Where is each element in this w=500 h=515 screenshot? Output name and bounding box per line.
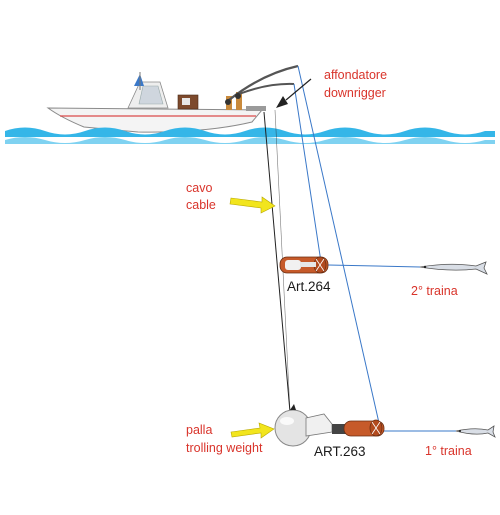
downrigger-label-en: downrigger xyxy=(324,86,386,100)
trolling-line-2-label: 2° traina xyxy=(411,284,458,298)
weight-label-en: trolling weight xyxy=(186,441,263,455)
cable-label-it: cavo xyxy=(186,181,213,195)
release-clip-art263-label: ART.263 xyxy=(314,444,366,459)
trolling-line-1-label: 1° traina xyxy=(425,444,472,458)
release-clip-art263 xyxy=(332,419,385,437)
water-surface xyxy=(5,127,495,144)
cable-label-en: cable xyxy=(186,198,216,212)
fish-lure-lower xyxy=(455,425,496,438)
downrigger-label-it: affondatore xyxy=(324,68,388,82)
boat xyxy=(46,72,266,133)
release-clip-art264-label: Art.264 xyxy=(287,279,331,294)
release-clip-art264 xyxy=(279,256,329,274)
weight-pointer-arrow xyxy=(230,422,275,439)
fishing-lines xyxy=(293,65,456,432)
weight-label-it: palla xyxy=(186,423,213,437)
fish-lure-upper xyxy=(419,261,488,275)
cable-pointer-arrow xyxy=(229,196,276,214)
downrigger-pointer-arrow xyxy=(276,78,312,108)
fishing-rods xyxy=(225,64,299,105)
trolling-weight-ball xyxy=(274,404,333,447)
